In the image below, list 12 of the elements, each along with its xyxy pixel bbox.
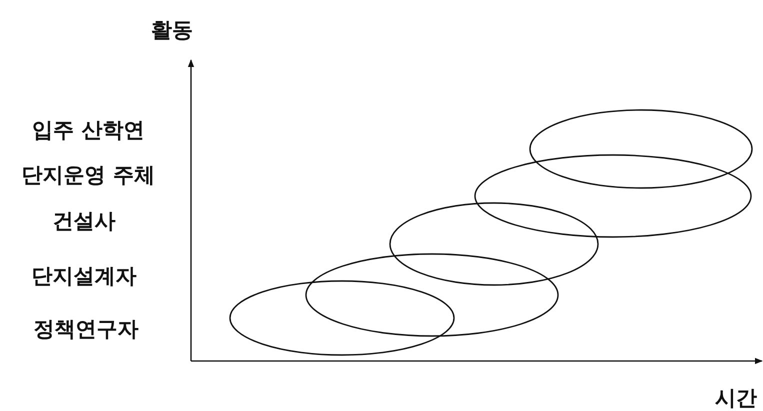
category-label: 건설사 xyxy=(52,210,116,232)
category-label: 입주 산학연 xyxy=(32,120,144,140)
category-label: 정책연구자 xyxy=(34,318,138,340)
ellipse-shape xyxy=(229,280,455,356)
category-label: 단지설계자 xyxy=(32,266,136,286)
category-label: 단지운영 주체 xyxy=(22,164,155,186)
axis-label: 시간 xyxy=(715,388,757,408)
ellipse-shape xyxy=(474,154,752,238)
axis-label: 활동 xyxy=(151,20,193,40)
ellipse-shape xyxy=(305,253,559,337)
ellipse-shape xyxy=(529,109,753,189)
ellipse-shape xyxy=(389,202,599,286)
